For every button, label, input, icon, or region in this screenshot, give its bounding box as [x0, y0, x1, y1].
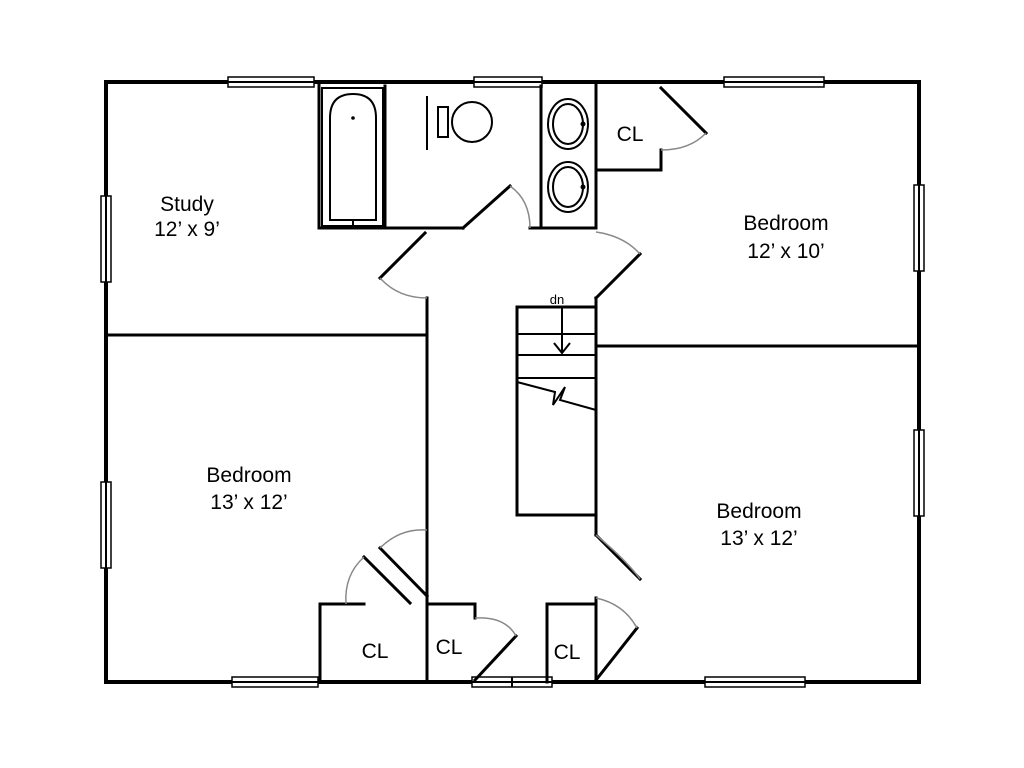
room-name-bedroom-ne: Bedroom [743, 212, 828, 235]
sink-2 [547, 161, 589, 213]
door-arc-se-bedroom [595, 534, 641, 580]
room-name-study: Study [160, 193, 214, 216]
door-arc-w-bedroom [379, 529, 428, 549]
room-size-bedroom-ne: 12’ x 10’ [747, 240, 824, 263]
sink-1 [547, 98, 589, 150]
toilet-tank [437, 106, 449, 138]
closet-label-s: CL [554, 641, 581, 664]
closet-label-sw2: CL [436, 636, 463, 659]
exterior-wall [104, 80, 921, 684]
door-arc-bath [509, 185, 531, 229]
stairs-direction-label: dn [550, 292, 564, 307]
tub-basin [329, 92, 377, 221]
room-size-study: 12’ x 9’ [154, 218, 220, 241]
toilet-bowl [451, 101, 493, 143]
door-arc-study [379, 277, 428, 299]
door-arc-s-closet [595, 597, 638, 629]
door-arc-sw-closet2 [474, 617, 517, 637]
door-arc-ne-closet [660, 132, 707, 151]
room-name-bedroom-se: Bedroom [716, 500, 801, 523]
room-name-bedroom-w: Bedroom [206, 464, 291, 487]
door-arc-ne-bedroom [595, 231, 641, 255]
door-arc-sw-closet1 [345, 556, 365, 605]
closet-label-ne: CL [617, 123, 644, 146]
room-size-bedroom-w: 13’ x 12’ [210, 491, 287, 514]
room-size-bedroom-se: 13’ x 12’ [720, 527, 797, 550]
closet-label-sw1: CL [362, 640, 389, 663]
